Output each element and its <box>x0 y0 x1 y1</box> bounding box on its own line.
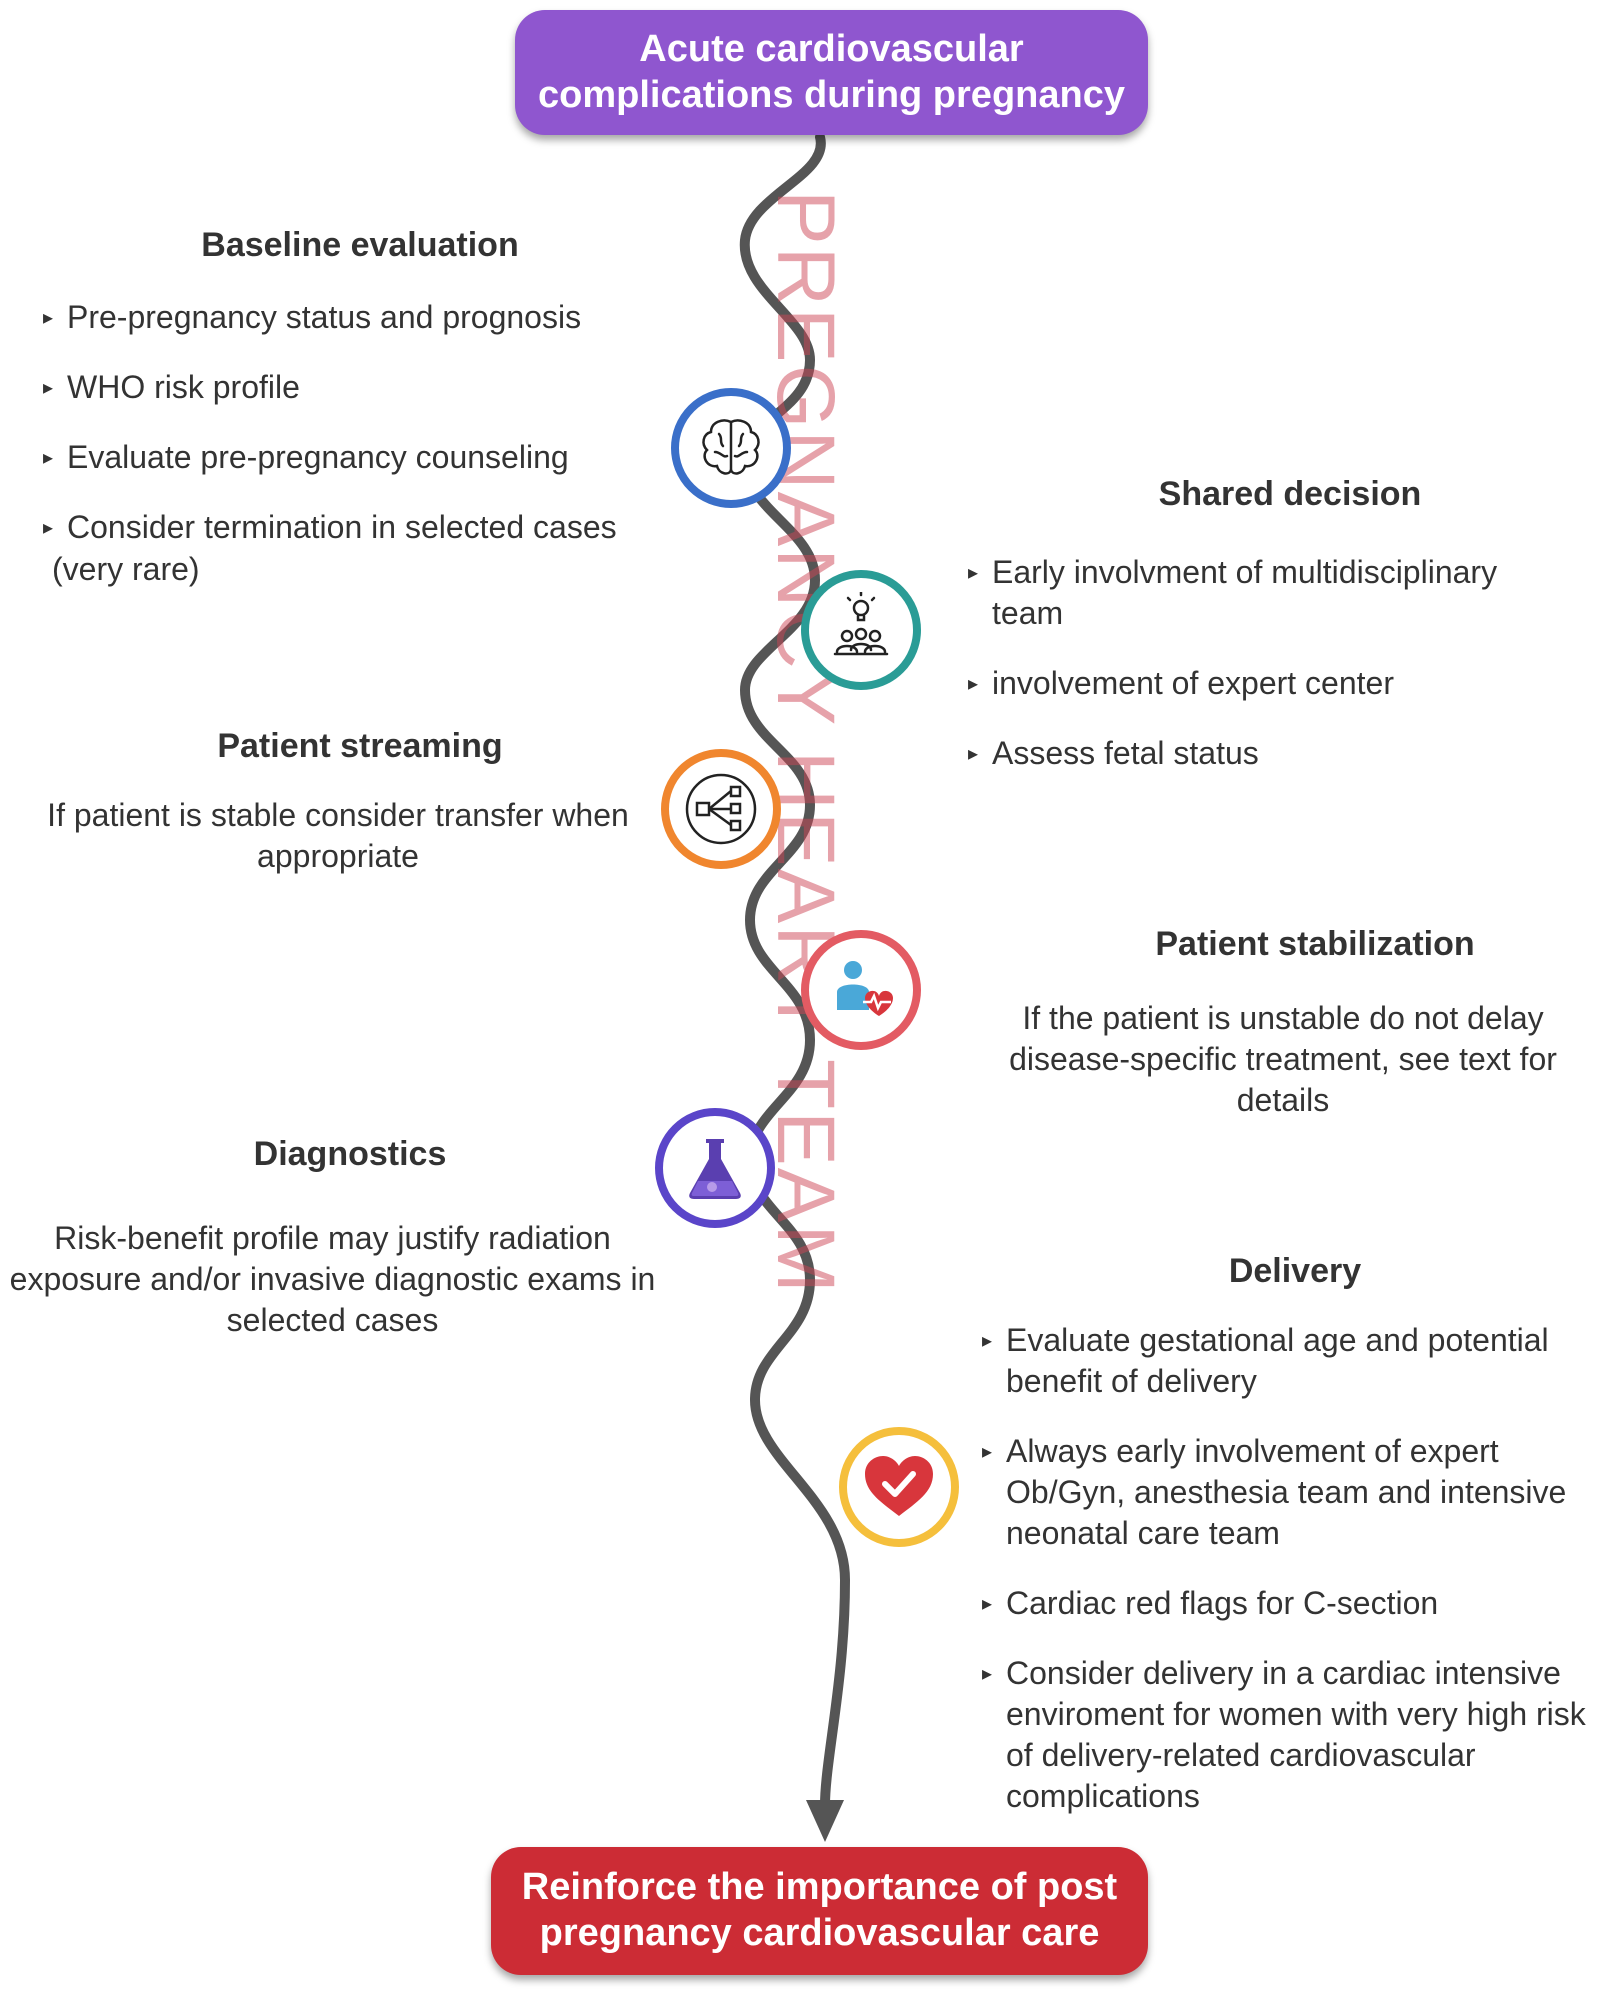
list-item: ▸Evaluate pre-pregnancy counseling <box>43 439 569 475</box>
list-item: ▸involvement of expert center <box>968 665 1394 701</box>
workflow-glyph <box>685 773 757 845</box>
list-item: ▸Consider termination in selected cases <box>43 509 617 545</box>
list-item: ▸Consider delivery in a cardiac intensiv… <box>982 1655 1586 1814</box>
shared-title: Shared decision <box>1158 475 1422 513</box>
workflow-icon <box>661 749 781 869</box>
diagnostics-text: Risk-benefit profile may justify radiati… <box>9 1220 656 1338</box>
bottom-box: Reinforce the importance of post pregnan… <box>491 1847 1148 1975</box>
list-item: ▸WHO risk profile <box>43 369 300 405</box>
arrow-head <box>806 1800 844 1842</box>
baseline-item-note: (very rare) <box>52 551 200 587</box>
team-idea-icon <box>801 570 921 690</box>
heart-check-glyph <box>865 1456 933 1516</box>
list-item: ▸Pre-pregnancy status and prognosis <box>43 299 582 335</box>
bottom-box-text: Reinforce the importance of post pregnan… <box>521 1866 1118 1954</box>
baseline-list: ▸Pre-pregnancy status and prognosis ▸WHO… <box>43 297 693 548</box>
timeline-wave <box>739 132 851 1810</box>
flask-icon <box>655 1108 775 1228</box>
top-box-text: Acute cardiovascular complications durin… <box>538 27 1125 116</box>
diagnostics-title: Diagnostics <box>253 1135 447 1173</box>
baseline-title: Baseline evaluation <box>201 226 519 264</box>
brain-icon <box>671 388 791 508</box>
pregnancy-heart-team-label: PREGNANCY HEART TEAM <box>760 190 851 1295</box>
streaming-text: If patient is stable consider transfer w… <box>47 797 629 874</box>
heart-check-icon <box>839 1427 959 1547</box>
list-item: ▸Always early involvement of expert Ob/G… <box>982 1433 1567 1551</box>
patient-heart-glyph <box>837 961 893 1016</box>
list-item: ▸Assess fetal status <box>968 735 1259 771</box>
brain-glyph <box>702 419 760 475</box>
top-box: Acute cardiovascular complications durin… <box>515 10 1148 135</box>
team-idea-glyph <box>833 592 889 656</box>
patient-heart-icon <box>801 930 921 1050</box>
delivery-title: Delivery <box>1228 1252 1362 1290</box>
stabilization-text: If the patient is unstable do not delay … <box>1009 1000 1557 1118</box>
flask-glyph <box>689 1139 741 1199</box>
shared-list: ▸Early involvment of multidisciplinary t… <box>968 552 1558 803</box>
stabilization-title: Patient stabilization <box>1155 925 1475 963</box>
streaming-title: Patient streaming <box>217 727 503 765</box>
list-item: ▸Early involvment of multidisciplinary t… <box>968 554 1498 631</box>
list-item: ▸Evaluate gestational age and potential … <box>982 1322 1549 1399</box>
list-item: ▸Cardiac red flags for C-section <box>982 1585 1439 1621</box>
delivery-list: ▸Evaluate gestational age and potential … <box>982 1320 1602 1846</box>
